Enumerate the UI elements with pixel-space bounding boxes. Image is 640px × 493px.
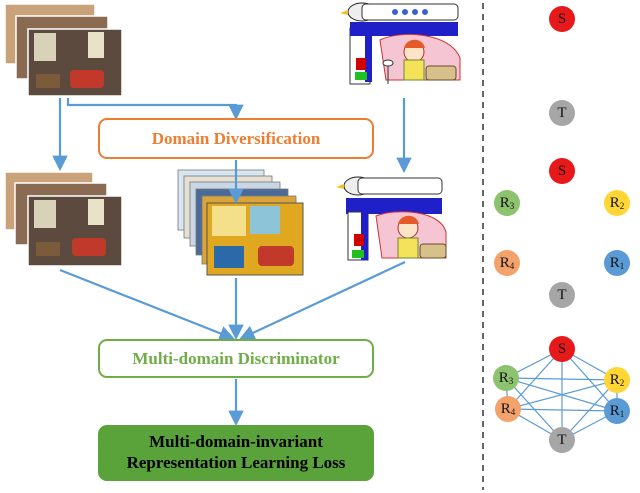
node-s-middle: S: [549, 158, 575, 184]
node-s-bottom-label: S: [557, 340, 567, 357]
source-cartoon-middle: [336, 176, 447, 261]
loss-label-line1: Multi-domain-invariant: [149, 432, 323, 452]
diversified-photo-stack: [177, 169, 304, 276]
node-s-top-label: S: [557, 10, 567, 27]
node-t-middle: T: [549, 282, 575, 308]
invariant-loss-box: Multi-domain-invariant Representation Le…: [98, 425, 374, 481]
node-r3-middle-label: R: [499, 194, 510, 211]
node-r3-middle-sub: 3: [509, 201, 515, 211]
node-r3-bottom-label: R: [498, 369, 509, 386]
node-r1-bottom-label: R: [609, 402, 620, 419]
node-s-middle-label: S: [557, 162, 567, 179]
node-r4-bottom-label: R: [500, 400, 511, 417]
node-t-middle-label: T: [557, 286, 567, 303]
domain-diversification-box: Domain Diversification: [98, 118, 374, 159]
flow-arrows: [52, 98, 412, 427]
node-t-bottom: T: [549, 427, 575, 453]
source-cartoon-top: [340, 2, 461, 85]
node-r2-bottom-label: R: [609, 371, 620, 388]
node-r3-bottom-sub: 3: [508, 376, 514, 386]
node-r4-bottom-sub: 4: [510, 407, 516, 417]
node-s-top: S: [549, 6, 575, 32]
node-r2-middle-label: R: [609, 194, 620, 211]
source-photo-stack-top: [4, 3, 123, 97]
node-r2-middle-sub: 2: [619, 201, 625, 211]
node-r1-middle-label: R: [609, 254, 620, 271]
node-r1-bottom-sub: 1: [619, 409, 625, 419]
node-s-bottom: S: [549, 336, 575, 362]
node-r4-middle-sub: 4: [509, 261, 515, 271]
node-r1-middle-sub: 1: [619, 261, 625, 271]
node-r2-bottom-sub: 2: [619, 378, 625, 388]
domain-diversification-label: Domain Diversification: [151, 128, 321, 148]
node-t-bottom-label: T: [557, 431, 567, 448]
node-r4-middle-label: R: [499, 254, 510, 271]
multi-domain-discriminator-box: Multi-domain Discriminator: [98, 339, 374, 378]
loss-label-line2: Representation Learning Loss: [126, 453, 346, 472]
source-photo-stack-middle: [4, 171, 123, 267]
node-t-top: T: [549, 100, 575, 126]
multi-domain-discriminator-label: Multi-domain Discriminator: [132, 348, 340, 368]
node-t-top-label: T: [557, 104, 567, 121]
